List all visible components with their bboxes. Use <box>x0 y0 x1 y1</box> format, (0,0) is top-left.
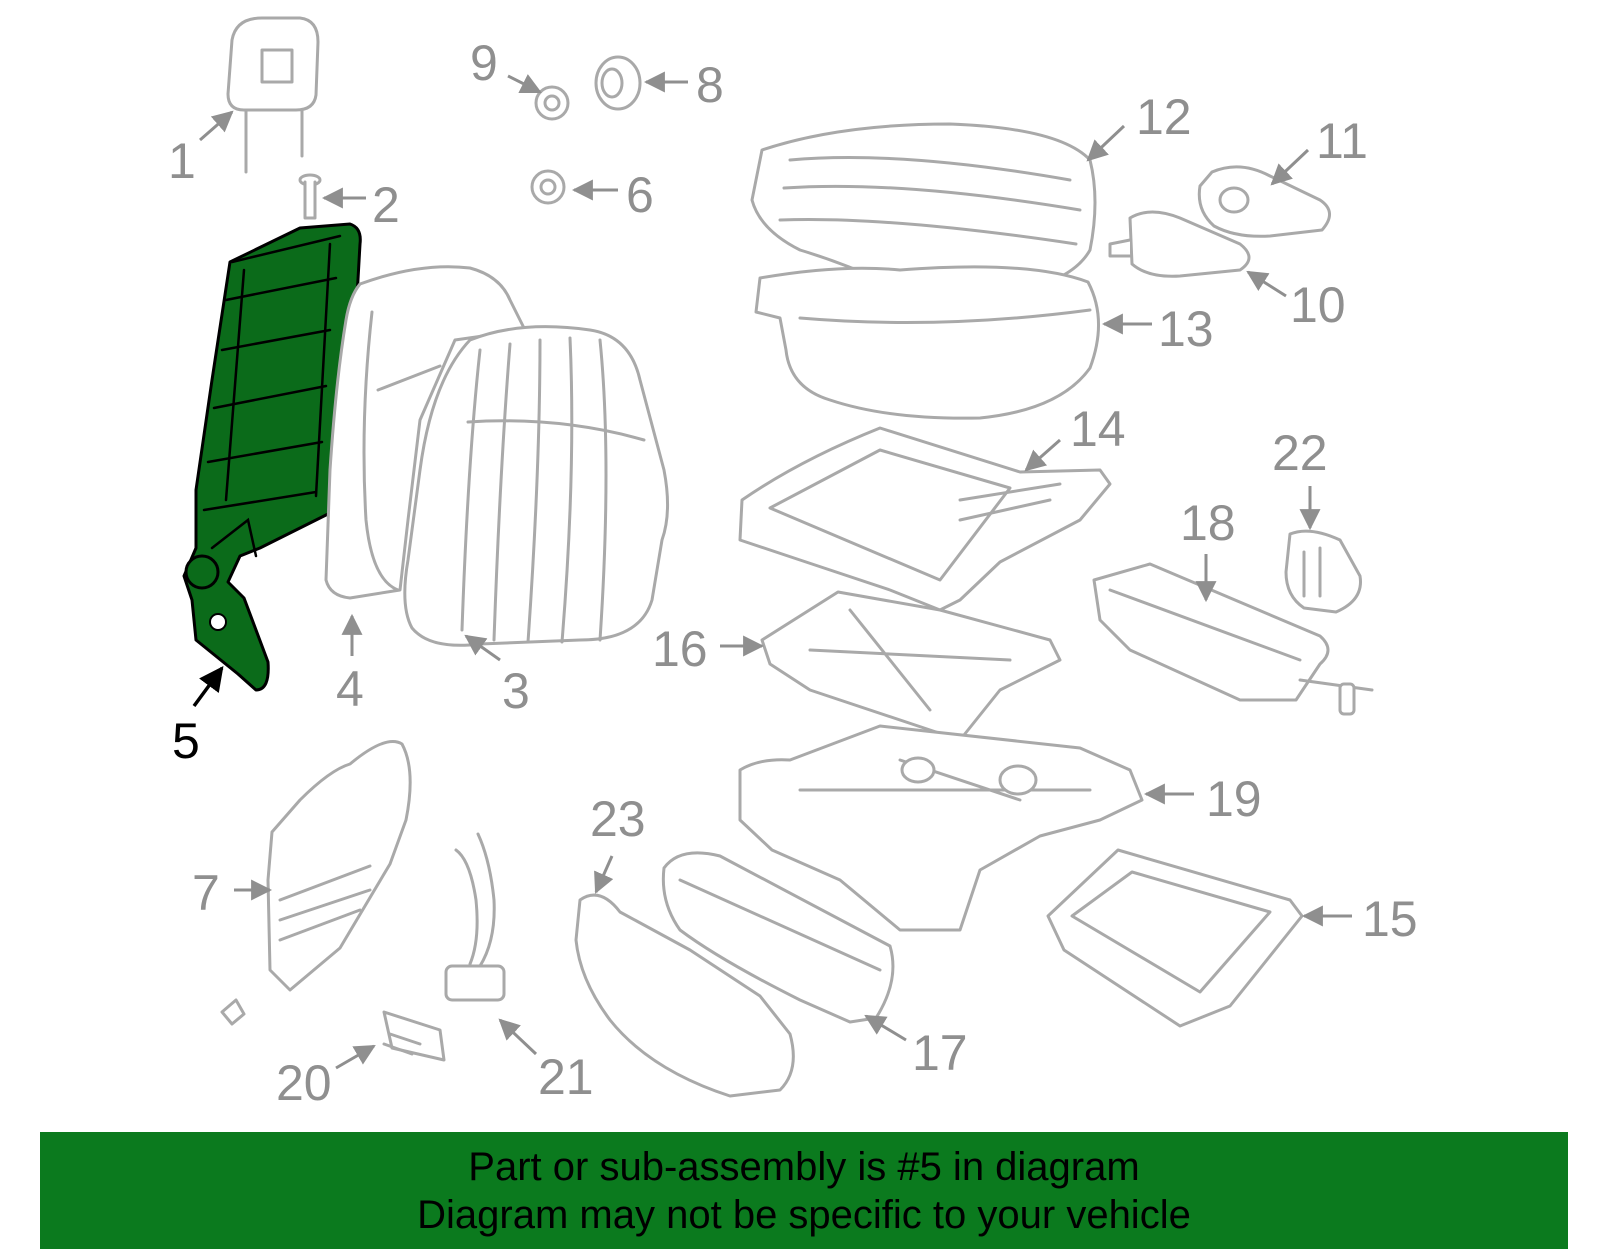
callout-23[interactable]: 23 <box>590 791 646 847</box>
callout-18[interactable]: 18 <box>1180 495 1236 551</box>
banner-line-2: Diagram may not be specific to your vehi… <box>417 1192 1191 1237</box>
part-19-seat-base[interactable] <box>738 724 1144 932</box>
callout-15[interactable]: 15 <box>1362 891 1418 947</box>
callout-10[interactable]: 10 <box>1290 277 1346 333</box>
part-3-seat-back-cover[interactable] <box>403 325 670 647</box>
callout-6[interactable]: 6 <box>626 167 654 223</box>
part-16-seat-pan[interactable] <box>760 590 1062 742</box>
part-22-switch-cover[interactable] <box>1284 529 1362 614</box>
part-7-back-panel[interactable] <box>220 740 412 1026</box>
banner-line-1: Part or sub-assembly is #5 in diagram <box>468 1144 1140 1189</box>
part-20-connector[interactable] <box>382 1010 446 1062</box>
part-9-nut[interactable] <box>534 85 570 121</box>
callout-17[interactable]: 17 <box>912 1025 968 1081</box>
part-14-seat-cushion-frame[interactable] <box>738 426 1112 612</box>
part-21-wire-harness[interactable] <box>444 832 506 1002</box>
seat-parts-diagram: 1 2 3 4 5 6 7 8 9 10 11 12 13 14 15 16 1… <box>168 16 1418 1111</box>
callout-16[interactable]: 16 <box>652 621 708 677</box>
callout-11[interactable]: 11 <box>1316 113 1368 169</box>
callout-9[interactable]: 9 <box>470 35 498 91</box>
part-18-seat-track[interactable] <box>1092 562 1374 716</box>
callout-5[interactable]: 5 <box>172 713 200 769</box>
callout-8[interactable]: 8 <box>696 57 724 113</box>
part-6-nut[interactable] <box>530 169 566 205</box>
callout-1[interactable]: 1 <box>168 133 196 189</box>
part-10-recliner-knob[interactable] <box>1108 210 1251 278</box>
part-12-seat-cushion-cover[interactable] <box>750 122 1097 304</box>
callout-13[interactable]: 13 <box>1158 301 1214 357</box>
callout-4[interactable]: 4 <box>336 661 364 717</box>
callout-19[interactable]: 19 <box>1206 771 1262 827</box>
callout-14[interactable]: 14 <box>1070 401 1126 457</box>
info-banner: Part or sub-assembly is #5 in diagram Di… <box>40 1132 1568 1249</box>
callout-22[interactable]: 22 <box>1272 425 1328 481</box>
callout-labels: 1 2 3 4 5 6 7 8 9 10 11 12 13 14 15 16 1… <box>168 35 1418 1111</box>
part-8-bushing[interactable] <box>594 55 642 111</box>
callout-3[interactable]: 3 <box>502 663 530 719</box>
part-4-seat-back-pad[interactable] <box>324 265 527 600</box>
part-17-side-shield[interactable] <box>661 851 895 1024</box>
part-2-guide-pin[interactable] <box>298 173 322 220</box>
callout-2[interactable]: 2 <box>372 177 400 233</box>
part-13-seat-cushion-pad[interactable] <box>754 265 1100 420</box>
part-11-knob-cover[interactable] <box>1197 165 1331 238</box>
callout-12[interactable]: 12 <box>1136 89 1192 145</box>
part-1-headrest[interactable] <box>226 16 320 174</box>
callout-7[interactable]: 7 <box>192 865 220 921</box>
callout-21[interactable]: 21 <box>538 1049 594 1105</box>
part-23-side-trim[interactable] <box>574 893 795 1098</box>
leader-lines <box>192 71 1352 1070</box>
callout-20[interactable]: 20 <box>276 1055 332 1111</box>
part-5-seat-back-frame[interactable] <box>182 222 362 692</box>
part-15-storage-tray[interactable] <box>1046 848 1304 1028</box>
